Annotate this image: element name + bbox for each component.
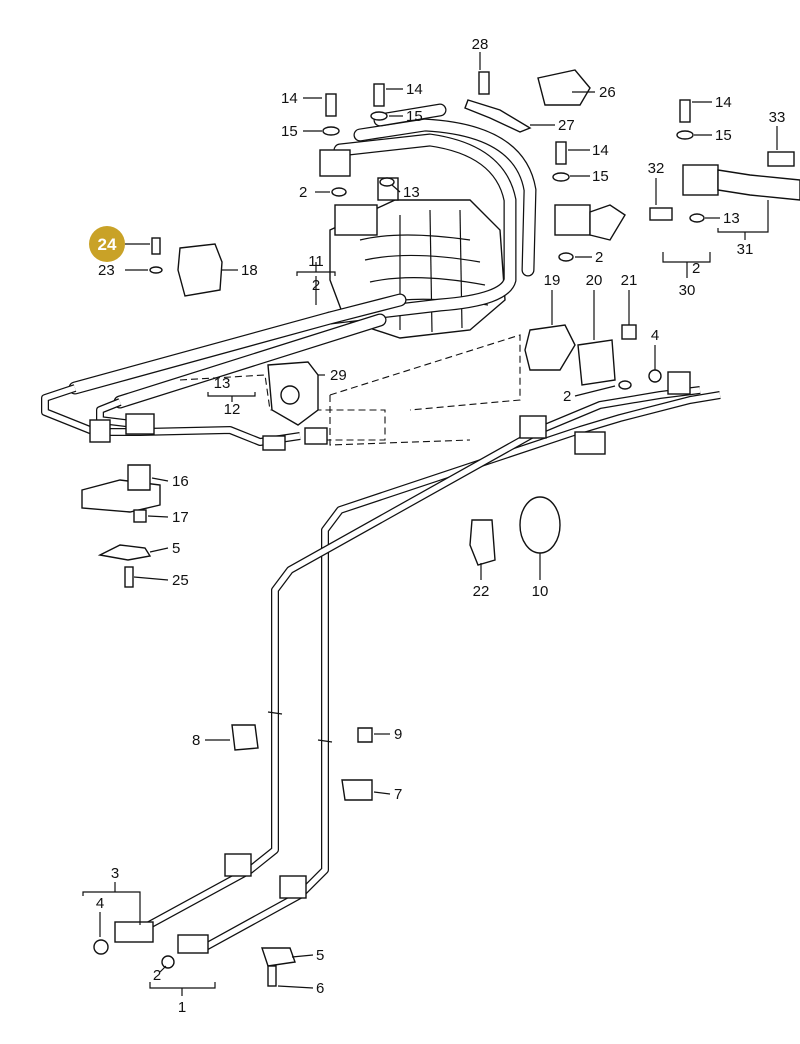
callout-32[interactable]: 32 bbox=[648, 160, 665, 177]
callout-4[interactable]: 4 bbox=[651, 327, 659, 344]
callout-29[interactable]: 29 bbox=[330, 367, 347, 384]
callout-30[interactable]: 30 bbox=[679, 282, 696, 299]
callout-25[interactable]: 25 bbox=[172, 572, 189, 589]
dashed-connection bbox=[179, 334, 521, 446]
callout-13[interactable]: 13 bbox=[214, 375, 231, 392]
callout-1[interactable]: 1 bbox=[178, 999, 186, 1016]
long-refrigerant-lines bbox=[138, 386, 721, 954]
callout-14[interactable]: 14 bbox=[592, 142, 609, 159]
callout-5[interactable]: 5 bbox=[316, 947, 324, 964]
callout-14[interactable]: 14 bbox=[406, 81, 423, 98]
clamps bbox=[81, 69, 616, 967]
highlight-marker-24[interactable]: 24 bbox=[89, 226, 125, 262]
callout-24[interactable]: 24 bbox=[98, 235, 117, 254]
callout-28[interactable]: 28 bbox=[472, 36, 489, 53]
callout-14[interactable]: 14 bbox=[715, 94, 732, 111]
callout-3[interactable]: 3 bbox=[111, 865, 119, 882]
callout-10[interactable]: 10 bbox=[532, 583, 549, 600]
callout-labels: 28 26 27 14 15 14 15 2 13 14 15 2 13 32 … bbox=[96, 36, 786, 1016]
callout-16[interactable]: 16 bbox=[172, 473, 189, 490]
callout-9[interactable]: 9 bbox=[394, 726, 402, 743]
leader-lines bbox=[82, 52, 778, 996]
callout-4[interactable]: 4 bbox=[96, 895, 104, 912]
callout-33[interactable]: 33 bbox=[769, 109, 786, 126]
callout-14[interactable]: 14 bbox=[281, 90, 298, 107]
callout-7[interactable]: 7 bbox=[394, 786, 402, 803]
callout-17[interactable]: 17 bbox=[172, 509, 189, 526]
bolts-and-washers bbox=[124, 71, 705, 987]
callout-15[interactable]: 15 bbox=[592, 168, 609, 185]
callout-11[interactable]: 11 bbox=[308, 253, 324, 270]
callout-2[interactable]: 2 bbox=[153, 967, 161, 984]
callout-13[interactable]: 13 bbox=[403, 184, 420, 201]
callout-21[interactable]: 21 bbox=[621, 272, 638, 289]
callout-13[interactable]: 13 bbox=[723, 210, 740, 227]
callout-6[interactable]: 6 bbox=[316, 980, 324, 997]
callout-2[interactable]: 2 bbox=[312, 277, 320, 294]
callout-31[interactable]: 31 bbox=[737, 241, 754, 258]
callout-22[interactable]: 22 bbox=[473, 583, 490, 600]
callout-15[interactable]: 15 bbox=[406, 108, 423, 125]
callout-2[interactable]: 2 bbox=[692, 260, 700, 277]
callout-23[interactable]: 23 bbox=[98, 262, 115, 279]
callout-2[interactable]: 2 bbox=[595, 249, 603, 266]
hose-sleeves bbox=[89, 413, 606, 899]
left-tube-loop bbox=[41, 384, 301, 446]
callout-26[interactable]: 26 bbox=[599, 84, 616, 101]
callout-20[interactable]: 20 bbox=[586, 272, 603, 289]
callout-8[interactable]: 8 bbox=[192, 732, 200, 749]
callout-2[interactable]: 2 bbox=[299, 184, 307, 201]
callout-15[interactable]: 15 bbox=[281, 123, 298, 140]
suction-hoses bbox=[68, 103, 537, 409]
callout-27[interactable]: 27 bbox=[558, 117, 575, 134]
callout-19[interactable]: 19 bbox=[544, 272, 561, 289]
callout-15[interactable]: 15 bbox=[715, 127, 732, 144]
callout-18[interactable]: 18 bbox=[241, 262, 258, 279]
callout-2[interactable]: 2 bbox=[563, 388, 571, 405]
callout-5[interactable]: 5 bbox=[172, 540, 180, 557]
callout-12[interactable]: 12 bbox=[224, 401, 241, 418]
